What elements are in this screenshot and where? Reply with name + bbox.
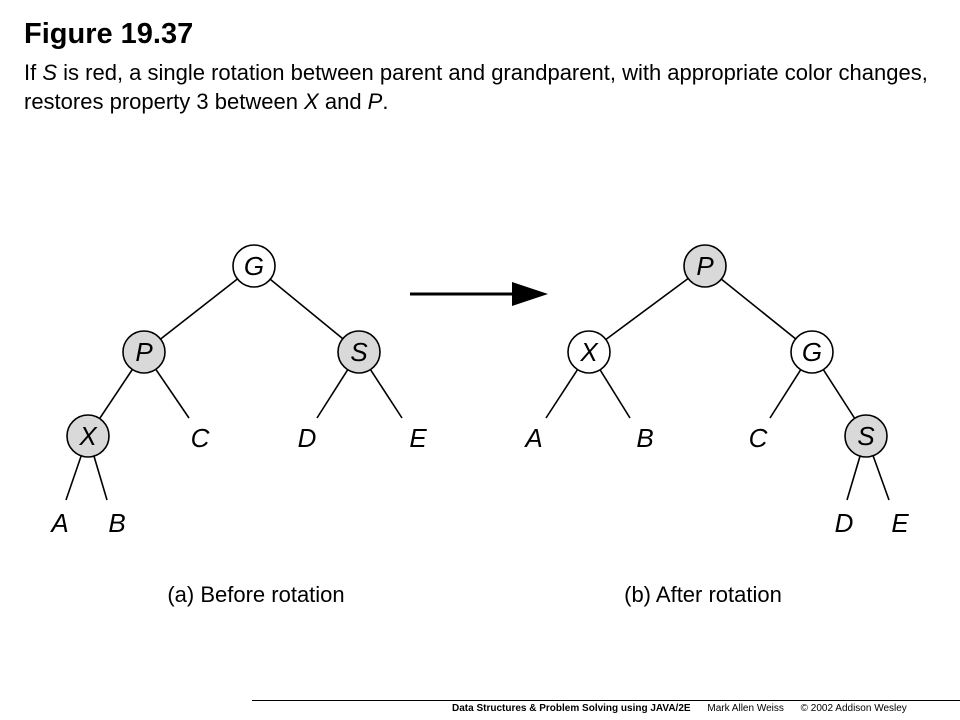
figure-caption: If S is red, a single rotation between p…: [24, 58, 944, 116]
node-circle: [790, 330, 834, 374]
footer-author: Mark Allen Weiss: [707, 703, 784, 714]
node-label: P: [135, 337, 153, 367]
node-circle: [683, 244, 727, 288]
leaf-label: B: [108, 508, 125, 538]
node-label: G: [802, 337, 822, 367]
caption-var-p: P: [367, 89, 383, 114]
node-circle: [567, 330, 611, 374]
caption-text: and: [318, 89, 368, 114]
node-circle: [844, 414, 888, 458]
node-circle: [337, 330, 381, 374]
caption-var-x: X: [304, 89, 319, 114]
after-tree: P X G S A B C D E (b) After rotation: [523, 244, 909, 607]
footer-book-title: Data Structures & Problem Solving using …: [452, 703, 691, 714]
edge: [588, 265, 706, 353]
leaf-label: D: [835, 508, 854, 538]
edge: [253, 265, 360, 353]
before-caption: (a) Before rotation: [167, 582, 344, 607]
node-label: S: [857, 421, 875, 451]
leaf-label: B: [636, 423, 653, 453]
edge: [143, 265, 255, 353]
node-label: P: [696, 251, 714, 281]
node-label: X: [579, 337, 599, 367]
node-circle: [232, 244, 276, 288]
node-circle: [122, 330, 166, 374]
rotation-diagram: G P S X C D E A B (a) Before rotation P …: [49, 244, 909, 607]
leaf-label: A: [523, 423, 542, 453]
leaf-label: C: [191, 423, 210, 453]
footer: Data Structures & Problem Solving using …: [452, 703, 921, 714]
caption-text: If: [24, 60, 43, 85]
leaf-label: E: [409, 423, 427, 453]
caption-text: is red, a single rotation between parent…: [24, 60, 928, 114]
node-label: S: [350, 337, 368, 367]
leaf-label: D: [298, 423, 317, 453]
leaf-label: A: [49, 508, 68, 538]
before-tree: G P S X C D E A B (a) Before rotation: [49, 244, 427, 607]
node-label: G: [244, 251, 264, 281]
node-label: X: [78, 421, 98, 451]
footer-copyright: © 2002 Addison Wesley: [800, 703, 907, 714]
tree-edges: [65, 265, 890, 501]
leaf-label: C: [749, 423, 768, 453]
node-circle: [66, 414, 110, 458]
caption-text: .: [382, 89, 389, 114]
footer-divider: [252, 700, 960, 701]
after-caption: (b) After rotation: [624, 582, 782, 607]
arrow-right-icon: [410, 282, 548, 306]
figure-title: Figure 19.37: [24, 18, 194, 50]
leaf-label: E: [891, 508, 909, 538]
caption-var-s: S: [42, 60, 58, 85]
edge: [704, 265, 813, 353]
